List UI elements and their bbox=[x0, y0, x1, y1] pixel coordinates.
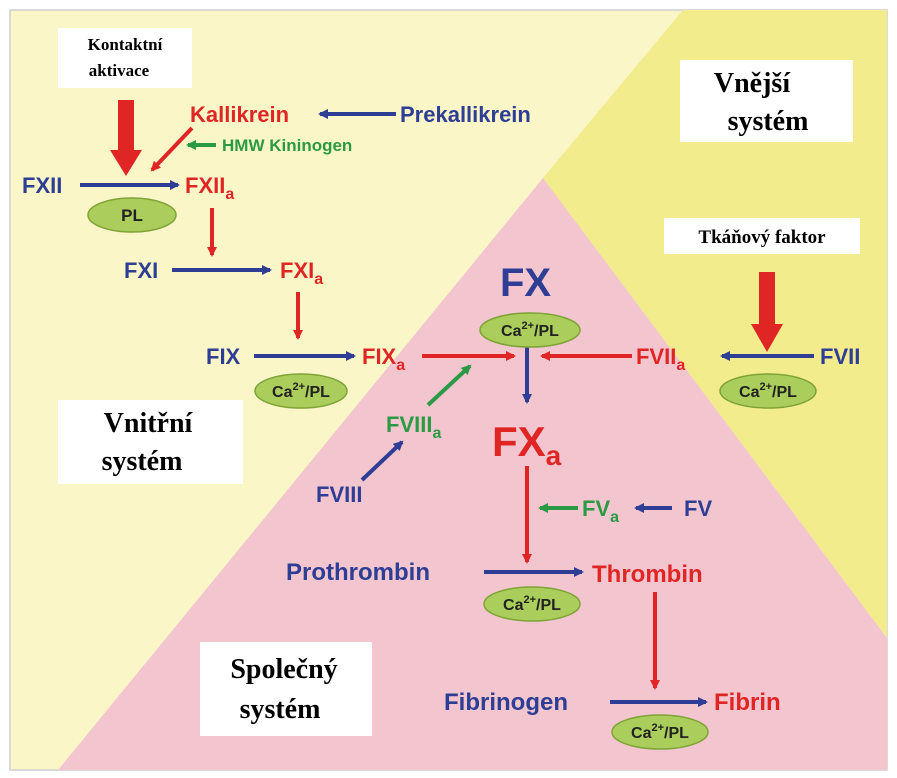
fibrin-label: Fibrin bbox=[714, 689, 781, 716]
intrinsic-system-line1: Vnitřní bbox=[104, 408, 194, 439]
active-subscript: a bbox=[225, 186, 234, 203]
intrinsic-system-box bbox=[58, 400, 243, 484]
fibrinogen-label: Fibrinogen bbox=[444, 689, 568, 716]
fviia-label: FVIIa bbox=[636, 344, 685, 374]
ca-label: Ca bbox=[739, 384, 760, 401]
ca-label: Ca bbox=[503, 597, 524, 614]
fviiia-label: FVIIIa bbox=[386, 412, 441, 442]
ca-label: Ca bbox=[631, 725, 652, 742]
fxa-label: FXa bbox=[492, 418, 562, 471]
ca-sup: 2+ bbox=[652, 722, 665, 734]
ca-pl-oval-fix: Ca2+/PL bbox=[254, 373, 348, 409]
extrinsic-background bbox=[543, 10, 887, 638]
fxi-label: FXI bbox=[124, 258, 158, 283]
ca-pl-oval-fvii: Ca2+/PL bbox=[719, 373, 817, 409]
tissue-factor-label: Tkáňový faktor bbox=[698, 227, 826, 248]
fix-label: FIX bbox=[206, 344, 241, 369]
fxii-label: FXII bbox=[22, 173, 62, 198]
ca-sup: 2+ bbox=[760, 381, 773, 393]
pl-oval: PL bbox=[87, 197, 177, 233]
ca-pl-oval-fx: Ca2+/PL bbox=[479, 312, 581, 348]
pl-suffix: /PL bbox=[772, 384, 797, 401]
common-system-line2: systém bbox=[240, 694, 321, 725]
common-system-line1: Společný bbox=[230, 654, 337, 685]
pl-suffix: /PL bbox=[534, 323, 559, 340]
ca-sup: 2+ bbox=[293, 381, 306, 393]
extrinsic-system-box bbox=[680, 60, 853, 142]
pl-label: PL bbox=[121, 206, 143, 225]
active-subscript: a bbox=[314, 271, 323, 288]
ca-pl-oval-fibrin: Ca2+/PL bbox=[611, 714, 709, 750]
hmw-kininogen-label: HMW Kininogen bbox=[222, 136, 352, 155]
svg-text:Ca2+/PL: Ca2+/PL bbox=[272, 381, 330, 401]
fxia-label: FXIa bbox=[280, 258, 323, 288]
contact-activation-box bbox=[58, 28, 192, 88]
ca-sup: 2+ bbox=[524, 594, 537, 606]
fv-label: FV bbox=[684, 496, 712, 521]
active-subscript: a bbox=[432, 425, 441, 442]
fx-label: FX bbox=[500, 261, 551, 305]
active-subscript: a bbox=[676, 357, 685, 374]
pl-suffix: /PL bbox=[305, 384, 330, 401]
ca-label: Ca bbox=[272, 384, 293, 401]
svg-text:Ca2+/PL: Ca2+/PL bbox=[631, 722, 689, 742]
contact-activation-arrow bbox=[110, 100, 142, 176]
fviiia-to-fx-arrow bbox=[426, 364, 472, 407]
fvii-label: FVII bbox=[820, 344, 860, 369]
active-subscript: a bbox=[396, 357, 405, 374]
contact-activation-line1: Kontaktní bbox=[88, 35, 163, 54]
fviii-to-fviiia-arrow bbox=[360, 440, 404, 482]
ca-label: Ca bbox=[501, 323, 522, 340]
active-subscript: a bbox=[546, 440, 562, 471]
pl-suffix: /PL bbox=[536, 597, 561, 614]
common-background bbox=[58, 178, 887, 770]
tissue-factor-arrow bbox=[751, 272, 783, 352]
thrombin-label: Thrombin bbox=[592, 561, 703, 588]
prothrombin-label: Prothrombin bbox=[286, 559, 430, 586]
extrinsic-system-line2: systém bbox=[728, 106, 809, 137]
pl-suffix: /PL bbox=[664, 725, 689, 742]
ca-pl-oval-thrombin: Ca2+/PL bbox=[483, 586, 581, 622]
common-system-box bbox=[200, 642, 372, 736]
svg-text:Ca2+/PL: Ca2+/PL bbox=[503, 594, 561, 614]
prekallikrein-label: Prekallikrein bbox=[400, 102, 531, 127]
fviii-label: FVIII bbox=[316, 482, 362, 507]
extrinsic-system-line1: Vnější bbox=[714, 68, 791, 99]
svg-text:Ca2+/PL: Ca2+/PL bbox=[501, 320, 559, 340]
fva-label: FVa bbox=[582, 496, 619, 526]
fxiia-label: FXIIa bbox=[185, 173, 234, 203]
kallikrein-to-fxii-arrow bbox=[150, 126, 194, 172]
active-subscript: a bbox=[610, 509, 619, 526]
fixa-label: FIXa bbox=[362, 344, 405, 374]
intrinsic-system-line2: systém bbox=[102, 446, 183, 477]
ca-sup: 2+ bbox=[522, 320, 535, 332]
svg-text:Ca2+/PL: Ca2+/PL bbox=[739, 381, 797, 401]
contact-activation-line2: aktivace bbox=[89, 61, 150, 80]
tissue-factor-box bbox=[664, 218, 860, 254]
kallikrein-label: Kallikrein bbox=[190, 102, 289, 127]
